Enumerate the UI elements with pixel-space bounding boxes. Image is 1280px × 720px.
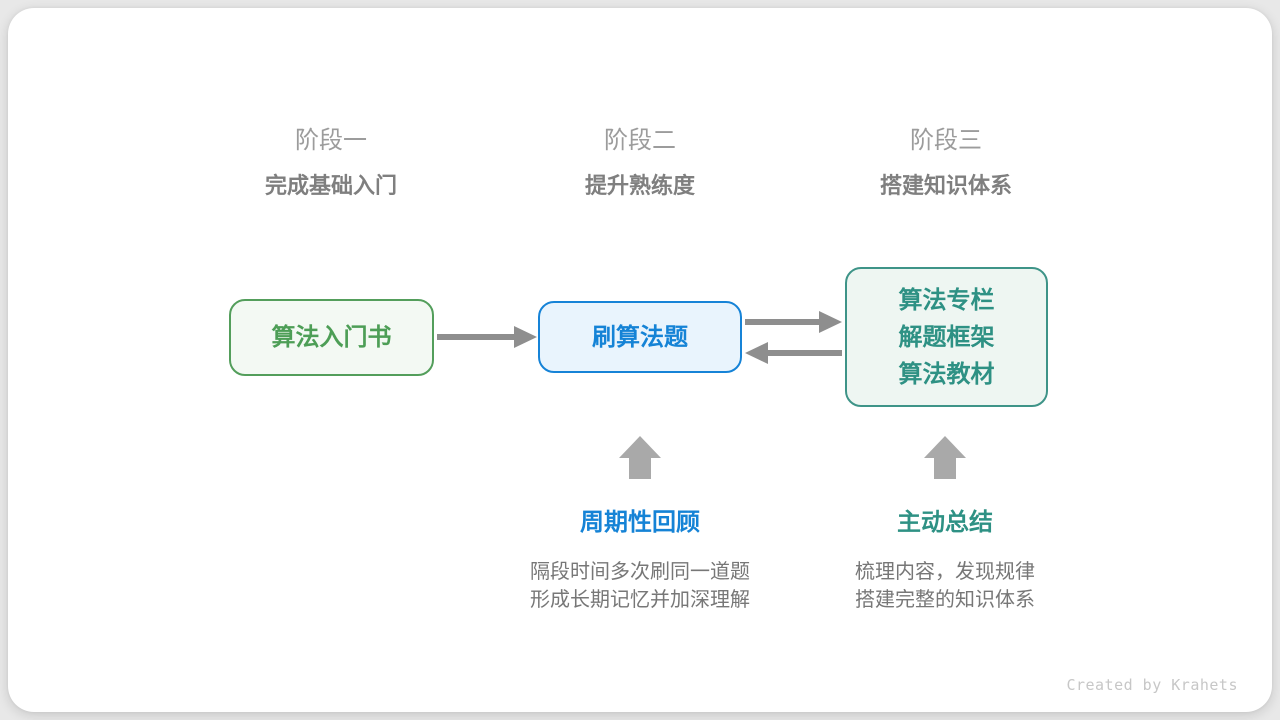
stage-2-label: 阶段二	[604, 127, 676, 154]
credit-text: Created by Krahets	[1066, 676, 1238, 694]
annotation-active-summary: 主动总结 梳理内容，发现规律 搭建完整的知识体系	[775, 508, 1115, 614]
node-practice-problems-label: 刷算法题	[592, 323, 688, 351]
annotation-periodic-review-body: 隔段时间多次刷同一道题 形成长期记忆并加深理解	[470, 558, 810, 614]
annotation-periodic-review-title: 周期性回顾	[580, 509, 700, 536]
annotation-periodic-review: 周期性回顾 隔段时间多次刷同一道题 形成长期记忆并加深理解	[470, 508, 810, 614]
node-knowledge-resources: 算法专栏 解题框架 算法教材	[845, 267, 1048, 407]
stage-1-header: 阶段一 完成基础入门	[171, 126, 491, 201]
annotation-active-summary-body: 梳理内容，发现规律 搭建完整的知识体系	[775, 558, 1115, 614]
stage-2-subtitle: 提升熟练度	[584, 173, 695, 198]
annotation-line: 形成长期记忆并加深理解	[530, 589, 750, 611]
annotation-line: 隔段时间多次刷同一道题	[530, 561, 750, 583]
stage-1-label: 阶段一	[295, 127, 367, 154]
stage-1-subtitle: 完成基础入门	[264, 173, 397, 198]
node-knowledge-line-1: 算法专栏	[898, 286, 995, 314]
annotation-active-summary-title: 主动总结	[897, 509, 993, 536]
annotation-line: 梳理内容，发现规律	[855, 561, 1035, 583]
node-knowledge-line-2: 解题框架	[898, 323, 995, 351]
node-practice-problems: 刷算法题	[538, 301, 742, 373]
stage-3-header: 阶段三 搭建知识体系	[786, 126, 1106, 201]
stage-3-subtitle: 搭建知识体系	[879, 173, 1012, 198]
stage-2-header: 阶段二 提升熟练度	[480, 126, 800, 201]
stage-3-label: 阶段三	[910, 127, 982, 154]
node-knowledge-line-3: 算法教材	[898, 360, 995, 388]
annotation-line: 搭建完整的知识体系	[855, 589, 1035, 611]
node-intro-book-label: 算法入门书	[271, 324, 392, 351]
node-intro-book: 算法入门书	[229, 299, 434, 376]
